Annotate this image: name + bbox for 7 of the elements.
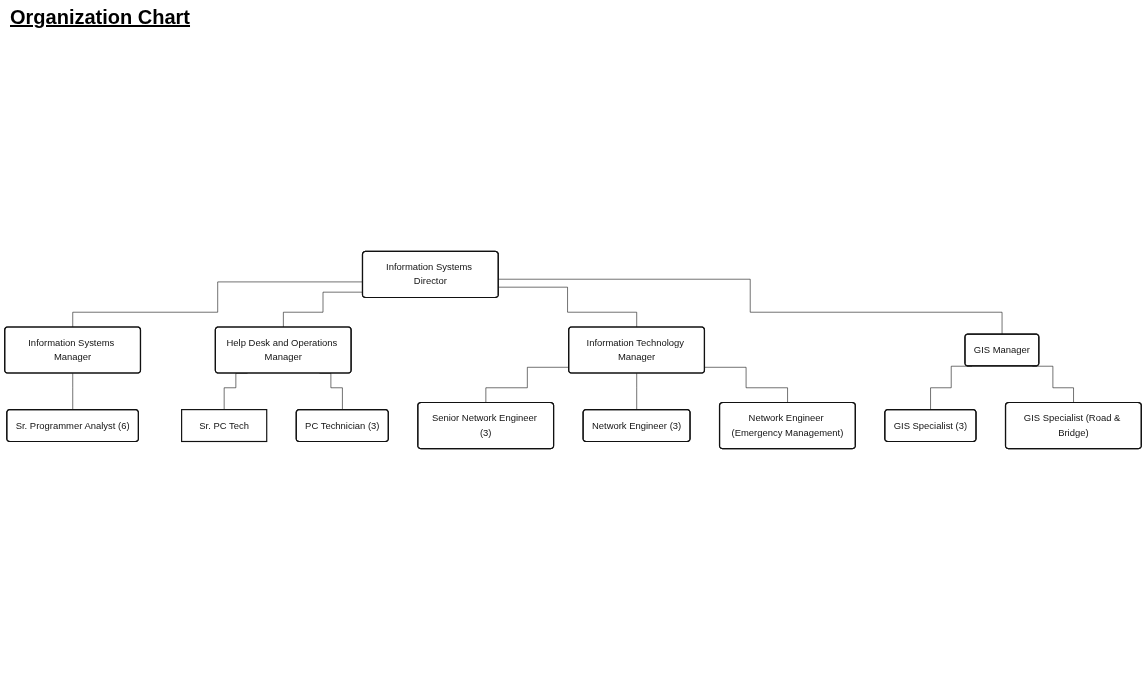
connector [72, 373, 74, 411]
connector [498, 286, 638, 328]
connector [498, 278, 1003, 335]
connector [704, 367, 788, 404]
connector [636, 373, 638, 411]
chart-title: Organization Chart [10, 6, 190, 29]
node-box: Sr. PC Tech [181, 409, 268, 443]
